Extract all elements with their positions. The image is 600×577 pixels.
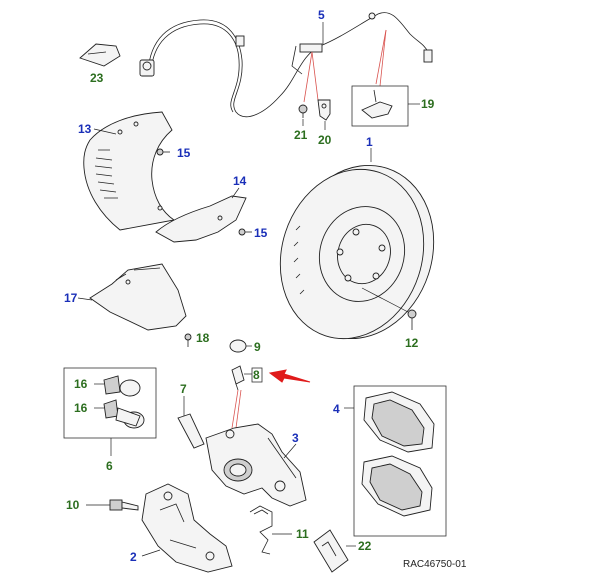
callout-21: 21: [294, 128, 308, 142]
callout-18: 18: [196, 331, 210, 345]
callout-8: 8: [253, 368, 260, 382]
callout-6: 6: [106, 459, 113, 473]
part-19-retaining-clip: [351, 85, 409, 127]
callout-9: 9: [254, 340, 261, 354]
part-5-wear-sensor-cable: [139, 12, 433, 118]
part-8-bleed-screw: [231, 365, 245, 391]
part-20-bracket: [317, 99, 331, 121]
part-12-retaining-screw: [407, 309, 417, 330]
callout-22: 22: [358, 539, 372, 553]
callout-12: 12: [405, 336, 419, 350]
callout-2: 2: [130, 550, 137, 564]
part-6-guide-pin-kit: [63, 367, 157, 439]
callout-16-lower: 16: [74, 401, 88, 415]
callout-7: 7: [180, 382, 187, 396]
part-2-caliper-carrier: [141, 483, 233, 573]
part-11-retaining-spring: [249, 505, 273, 555]
part-17-lower-shield: [89, 263, 187, 331]
part-15-screw-lower: [238, 228, 252, 236]
part-21-bolt: [298, 104, 308, 118]
part-23-cap: [79, 43, 121, 67]
part-7-guide-pin: [177, 413, 205, 449]
callout-20: 20: [318, 133, 332, 147]
part-10-caliper-bolt: [109, 499, 139, 511]
part-18-fastener: [184, 333, 192, 347]
part-13-splash-shield: [83, 111, 176, 231]
reference-code: RAC46750-01: [403, 559, 467, 570]
callout-23: 23: [90, 71, 104, 85]
callout-15-lower: 15: [254, 226, 268, 240]
part-9-bleed-cap: [229, 339, 247, 353]
callout-11: 11: [296, 527, 309, 541]
part-3-brake-caliper: [205, 423, 307, 507]
callout-5: 5: [318, 8, 325, 22]
callout-17: 17: [64, 291, 78, 305]
callout-16-upper: 16: [74, 377, 88, 391]
callout-19: 19: [421, 97, 435, 111]
part-4-brake-pad-set: [353, 385, 447, 537]
callout-13: 13: [78, 122, 92, 136]
callout-4: 4: [333, 402, 340, 416]
callout-3: 3: [292, 431, 299, 445]
highlight-arrow: [268, 369, 311, 383]
callout-10: 10: [66, 498, 80, 512]
part-1-brake-disc: [279, 164, 435, 340]
part-14-inner-shield: [155, 195, 247, 243]
callout-1: 1: [366, 135, 373, 149]
callout-15-upper: 15: [177, 146, 191, 160]
part-15-screw-upper: [156, 148, 170, 156]
callout-14: 14: [233, 174, 247, 188]
part-22-label: [313, 529, 349, 573]
